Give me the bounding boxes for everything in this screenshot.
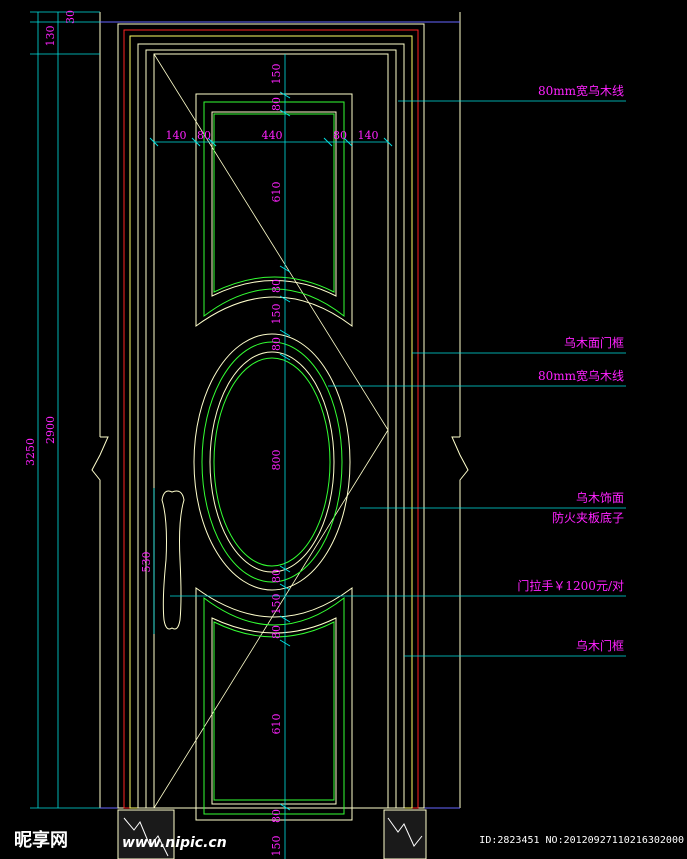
note-panel-1: 乌木饰面 [576,490,624,505]
dim-door-height: 2900 [44,416,57,444]
center-dim-label: 150 [270,594,283,615]
watermark-url: www.nipic.cn [122,835,227,851]
vertical-dimension-texts: 3250 2900 130 30 530 [24,10,153,573]
center-dim-label: 80 [270,625,283,639]
center-dim-label: 80 [270,809,283,823]
watermark-id: ID:2823451 NO:20120927110216302000 [479,835,684,846]
note-door-frame: 乌木门框 [576,638,624,653]
horizontal-dim-label: 80 [333,129,347,142]
center-dim-label: 80 [270,97,283,111]
center-dim-label: 80 [270,569,283,583]
center-dim-label: 610 [270,714,283,735]
horizontal-dim-label: 440 [262,129,283,142]
horizontal-dim-label: 80 [197,129,211,142]
watermark: 昵享网 www.nipic.cn ID:2823451 NO:201209271… [14,829,684,851]
dim-top-small: 30 [64,10,77,24]
note-line-top: 80mm宽乌木线 [538,83,624,98]
horizontal-dim-label: 140 [358,129,379,142]
base-plinths [117,809,427,859]
door-frame [117,23,425,809]
dimension-lines [30,11,626,859]
top-panel [195,93,353,328]
annotations: 80mm宽乌木线 乌木面门框 80mm宽乌木线 乌木饰面 防火夹板底子 门拉手￥… [517,83,624,653]
dim-overall: 3250 [24,438,37,466]
note-panel-2: 防火夹板底子 [552,510,624,525]
center-dim-label: 150 [270,304,283,325]
horizontal-dim-label: 140 [166,129,187,142]
center-oval [193,333,351,591]
center-dim-label: 800 [270,450,283,471]
note-frame-face: 乌木面门框 [564,335,624,350]
horizontal-dimension-texts: 140 80 440 80 140 [166,129,379,142]
dim-top: 130 [44,26,57,47]
center-dim-label: 80 [270,279,283,293]
watermark-brand: 昵享网 [14,829,68,851]
dim-handle: 530 [140,552,153,573]
door-handle [161,490,185,630]
bottom-panel [195,586,353,821]
center-dimension-texts: 150 80 610 80 150 80 800 80 150 80 610 80 150 [270,64,283,857]
center-dim-label: 80 [270,337,283,351]
note-handle: 门拉手￥1200元/对 [517,578,624,593]
center-dim-label: 150 [270,836,283,857]
door-swing-lines [153,53,389,809]
note-line-mid: 80mm宽乌木线 [538,368,624,383]
dimension-ticks [149,91,393,811]
center-dim-label: 610 [270,182,283,203]
center-dim-label: 150 [270,64,283,85]
